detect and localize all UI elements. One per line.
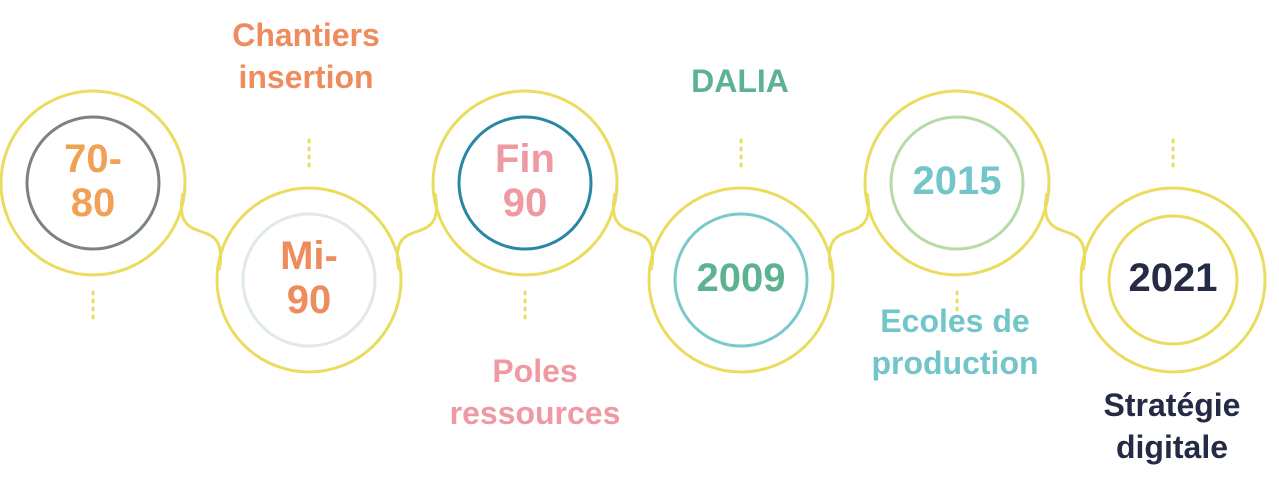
- milestone-ring: [457, 115, 593, 251]
- track-bridge: [1044, 192, 1086, 271]
- track-circle: [0, 89, 187, 277]
- track-circle: [1079, 186, 1267, 374]
- track-bridge: [180, 192, 222, 271]
- track-bridge: [396, 192, 438, 271]
- milestone-ring: [889, 115, 1025, 251]
- milestone-year-2015: 2015: [912, 159, 1002, 203]
- milestone-year-2021: 2021: [1128, 256, 1218, 300]
- track-bridge: [612, 192, 654, 271]
- milestone-ring: [25, 115, 161, 251]
- milestone-ring: [241, 212, 377, 348]
- track-circle: [647, 186, 835, 374]
- milestone-year-mi-90: Mi- 90: [280, 234, 338, 322]
- milestone-label-strategie-digitale: Stratégie digitale: [1103, 387, 1241, 465]
- track-circle: [215, 186, 403, 374]
- milestone-year-fin-90: Fin 90: [495, 137, 555, 225]
- milestone-label-dalia: DALIA: [691, 63, 789, 99]
- milestone-year-70-80: 70- 80: [64, 137, 122, 225]
- milestone-year-2009: 2009: [696, 256, 786, 300]
- track-circle: [431, 89, 619, 277]
- milestone-label-ecoles-de-production: Ecoles de production: [871, 303, 1039, 381]
- dotted-connectors: [91, 138, 1175, 324]
- milestone-label-chantiers-insertion: Chantiers insertion: [232, 17, 380, 95]
- milestone-label-poles-ressources: Poles ressources: [449, 353, 621, 431]
- milestone-ring: [673, 212, 809, 348]
- track-bridge: [828, 192, 870, 271]
- milestone-ring: [1107, 214, 1239, 346]
- timeline-track: [0, 89, 1267, 374]
- track-circle: [863, 89, 1051, 277]
- milestone-rings: [25, 115, 1239, 348]
